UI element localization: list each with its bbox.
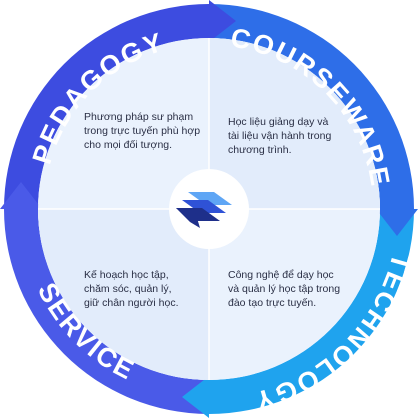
brand-logo-icon bbox=[176, 192, 232, 228]
quadrant-text-technology: Công nghệ để dạy học và quản lý học tập … bbox=[228, 269, 341, 309]
inner-quadrant-bottom-left bbox=[38, 209, 209, 380]
arrow-head-bottom bbox=[182, 376, 209, 418]
inner-quadrant-top-right bbox=[209, 38, 380, 209]
quadrant-text-pedagogy: Phương pháp sư phạm trong trực tuyến phù… bbox=[84, 111, 201, 151]
arrow-head-top bbox=[209, 0, 236, 42]
quadrant-text-courseware: Học liệu giảng dạy và tài liệu vận hành … bbox=[228, 116, 332, 156]
arrow-head-right bbox=[376, 209, 418, 236]
arrow-head-left bbox=[0, 182, 42, 209]
quadrant-text-service: Kế hoạch học tập, chăm sóc, quản lý, giữ… bbox=[84, 269, 179, 309]
